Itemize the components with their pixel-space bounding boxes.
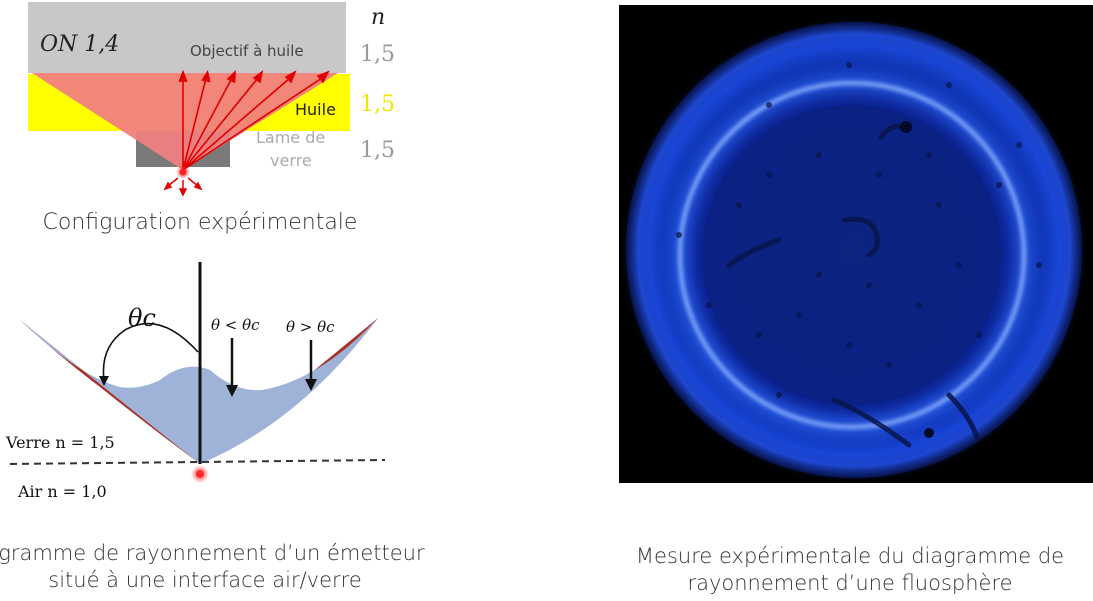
n-oil-value: 1,5 <box>360 92 395 117</box>
theta-c-arrowhead <box>99 376 109 386</box>
theta-greater-label: θ > θc <box>286 318 335 336</box>
objective-na-label: ON 1,4 <box>40 32 119 57</box>
theta-c-arc <box>102 322 199 381</box>
oil-label: Huile <box>295 100 336 119</box>
pattern-caption-line1: agramme de rayonnement d’un émetteur <box>0 541 425 565</box>
emitter-dot <box>179 168 187 176</box>
light-cone <box>32 73 338 170</box>
theta-c-label: θc <box>128 304 156 332</box>
n-glass-value: 1,5 <box>360 138 395 163</box>
interface-line <box>9 459 386 465</box>
pattern-caption-line2: situé à une interface air/verre <box>48 568 362 592</box>
n-header: n <box>371 5 385 30</box>
air-n-label: Air n = 1,0 <box>17 482 107 501</box>
glass-label-line2: verre <box>270 151 312 170</box>
emitter-dot <box>196 470 204 478</box>
radiation-pattern-diagram: θc θ < θc θ > θc Verre n = 1,5 Air n = 1… <box>5 262 386 501</box>
n-objective-value: 1,5 <box>360 42 395 67</box>
setup-caption: Configuration expérimentale <box>42 210 358 235</box>
objective-label: Objectif à huile <box>190 42 304 60</box>
glass-n-label: Verre n = 1,5 <box>5 433 115 452</box>
emission-arrows <box>163 177 203 197</box>
theta-less-label: θ < θc <box>211 316 260 334</box>
glass-label-line1: Lame de <box>256 128 325 147</box>
setup-diagram: ON 1,4 Objectif à huile Huile Lame de ve… <box>28 2 395 197</box>
fluosphere-measurement-image <box>619 5 1093 483</box>
ray-fan <box>178 69 330 171</box>
measurement-caption-line1: Mesure expérimentale du diagramme de <box>635 544 1065 568</box>
measurement-caption-line2: rayonnement d’une fluosphère <box>687 571 1013 595</box>
speckles <box>676 62 1042 398</box>
bright-ring <box>678 81 1026 429</box>
objective-block <box>28 2 346 73</box>
